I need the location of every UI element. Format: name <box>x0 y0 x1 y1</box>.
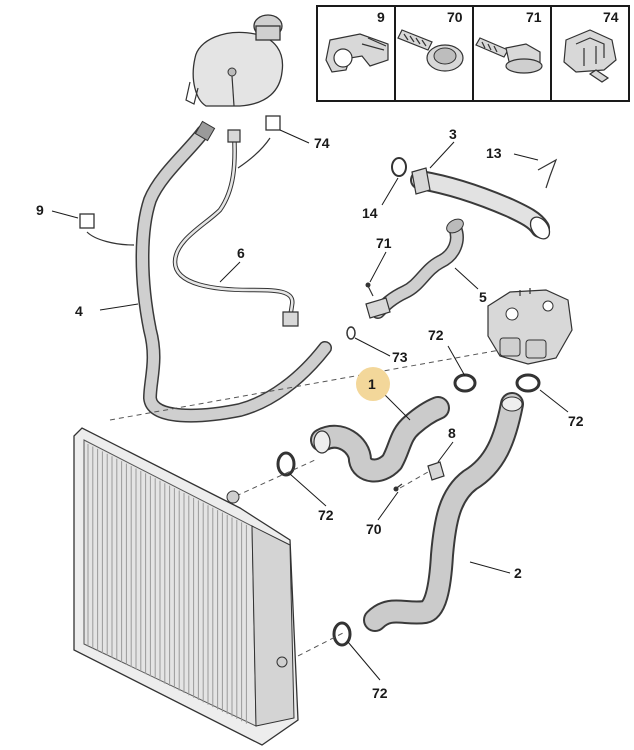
pipe-3 <box>410 167 551 240</box>
hose-clip <box>453 373 477 393</box>
inset-part-number: 70 <box>447 9 463 25</box>
bolt-flanged-icon <box>475 37 543 74</box>
part-label-72: 72 <box>318 507 334 523</box>
part-label-1: 1 <box>368 376 376 392</box>
seal-14 <box>391 157 407 177</box>
clip-9-line <box>86 231 135 246</box>
inset-part-number: 71 <box>526 9 542 25</box>
part-label-70: 70 <box>366 521 382 537</box>
part-label-3: 3 <box>449 126 457 142</box>
highlight-marker <box>356 367 390 401</box>
hose-clip <box>276 451 296 477</box>
connector-clip-74-marker <box>265 115 281 131</box>
hose-clip <box>515 373 541 393</box>
parts-inset: 9 70 71 74 <box>316 5 630 102</box>
clip-bracket-icon <box>325 33 389 73</box>
part-label-72: 72 <box>568 413 584 429</box>
part-label-14: 14 <box>362 205 378 221</box>
bleed-pipe-6 <box>172 129 299 327</box>
inset-part-number: 74 <box>603 9 619 25</box>
part-label-13: 13 <box>486 145 502 161</box>
part-label-9: 9 <box>36 202 44 218</box>
part-label-71: 71 <box>376 235 392 251</box>
clip-13 <box>537 158 558 189</box>
hose-2 <box>363 392 524 632</box>
radiator <box>73 427 299 746</box>
assembly-line <box>399 471 429 489</box>
bolt-70 <box>393 483 403 492</box>
hose-1 <box>310 396 450 483</box>
leader-lines <box>51 129 569 681</box>
part-label-74: 74 <box>314 135 330 151</box>
clip-9-marker <box>79 213 95 229</box>
thermostat-housing <box>487 288 573 365</box>
part-label-4: 4 <box>75 303 83 319</box>
assembly-line <box>109 349 501 421</box>
part-label-6: 6 <box>237 245 245 261</box>
inset-part-number: 9 <box>377 9 385 25</box>
part-label-73: 73 <box>392 349 408 365</box>
bolt-icon <box>397 29 464 72</box>
part-labels: 1 2 3 4 5 6 8 9 13 14 70 71 72 72 72 72 … <box>36 126 584 701</box>
connector-clip-icon <box>563 29 617 83</box>
part-label-2: 2 <box>514 565 522 581</box>
hose-4 <box>135 120 332 423</box>
part-label-8: 8 <box>448 425 456 441</box>
bracket-8 <box>427 461 445 481</box>
expansion-tank <box>185 14 284 107</box>
assembly-line <box>289 631 346 661</box>
part-label-72: 72 <box>428 327 444 343</box>
hose-clip <box>332 621 352 647</box>
connector-clip-74-line <box>237 137 271 169</box>
part-label-72: 72 <box>372 685 388 701</box>
hose-5 <box>365 218 464 319</box>
assembly-line <box>235 459 316 497</box>
bolt-71 <box>365 282 374 297</box>
seal-73 <box>346 326 356 340</box>
part-label-5: 5 <box>479 289 487 305</box>
